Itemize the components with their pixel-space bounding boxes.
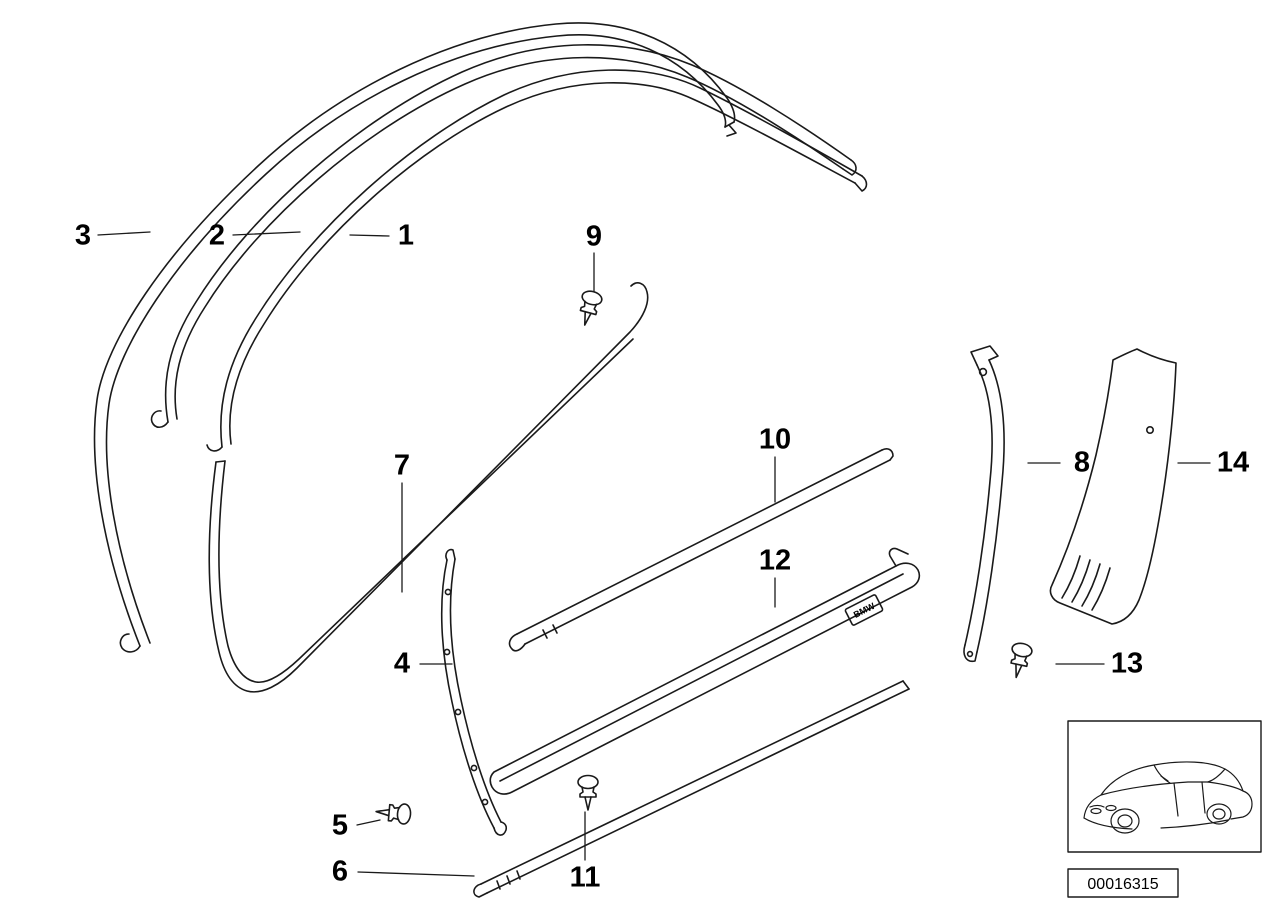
bmw-mark: BMW	[844, 594, 884, 626]
callout-7: 7	[393, 449, 411, 482]
part-4-edge-strip	[440, 548, 508, 836]
callout-13: 13	[1110, 647, 1144, 680]
part-number-text: 00016315	[1087, 876, 1158, 893]
callout-3-leader	[97, 231, 151, 236]
clip-9-fastener	[579, 290, 603, 326]
callout-10: 10	[758, 423, 792, 456]
part-1-inner-seal	[206, 69, 868, 452]
clip-11-fastener	[577, 774, 599, 811]
leader-lines	[97, 231, 1211, 877]
part-12-sill-panel: BMW	[489, 547, 921, 795]
part-10-sill-strip	[508, 448, 894, 652]
part-number-box: 00016315	[1067, 868, 1179, 898]
callout-11: 11	[569, 861, 601, 894]
callout-3: 3	[74, 219, 92, 252]
callout-14: 14	[1216, 446, 1250, 479]
callout-5: 5	[331, 809, 349, 842]
callout-5-leader	[356, 819, 381, 826]
callout-2: 2	[208, 219, 226, 252]
callout-9: 9	[585, 220, 603, 253]
callout-1: 1	[397, 219, 415, 252]
part-7-door-opening-seal	[208, 282, 649, 693]
callout-6: 6	[331, 855, 349, 888]
car-thumbnail	[1067, 720, 1262, 853]
callout-8: 8	[1073, 446, 1091, 479]
callout-4: 4	[393, 647, 411, 680]
part-2-middle-seal	[150, 44, 857, 429]
part-3-outer-seal	[93, 22, 737, 653]
callout-2-leader	[232, 231, 301, 236]
part-14-trim-panel	[1049, 348, 1177, 625]
clip-13-fastener	[1010, 642, 1033, 679]
clip-5-fastener	[375, 803, 412, 825]
callout-1-leader	[349, 234, 390, 237]
callout-6-leader	[357, 871, 475, 877]
part-8-pillar-strip	[963, 345, 1005, 663]
part-6-lower-strip	[473, 680, 910, 898]
callout-12: 12	[758, 544, 792, 577]
